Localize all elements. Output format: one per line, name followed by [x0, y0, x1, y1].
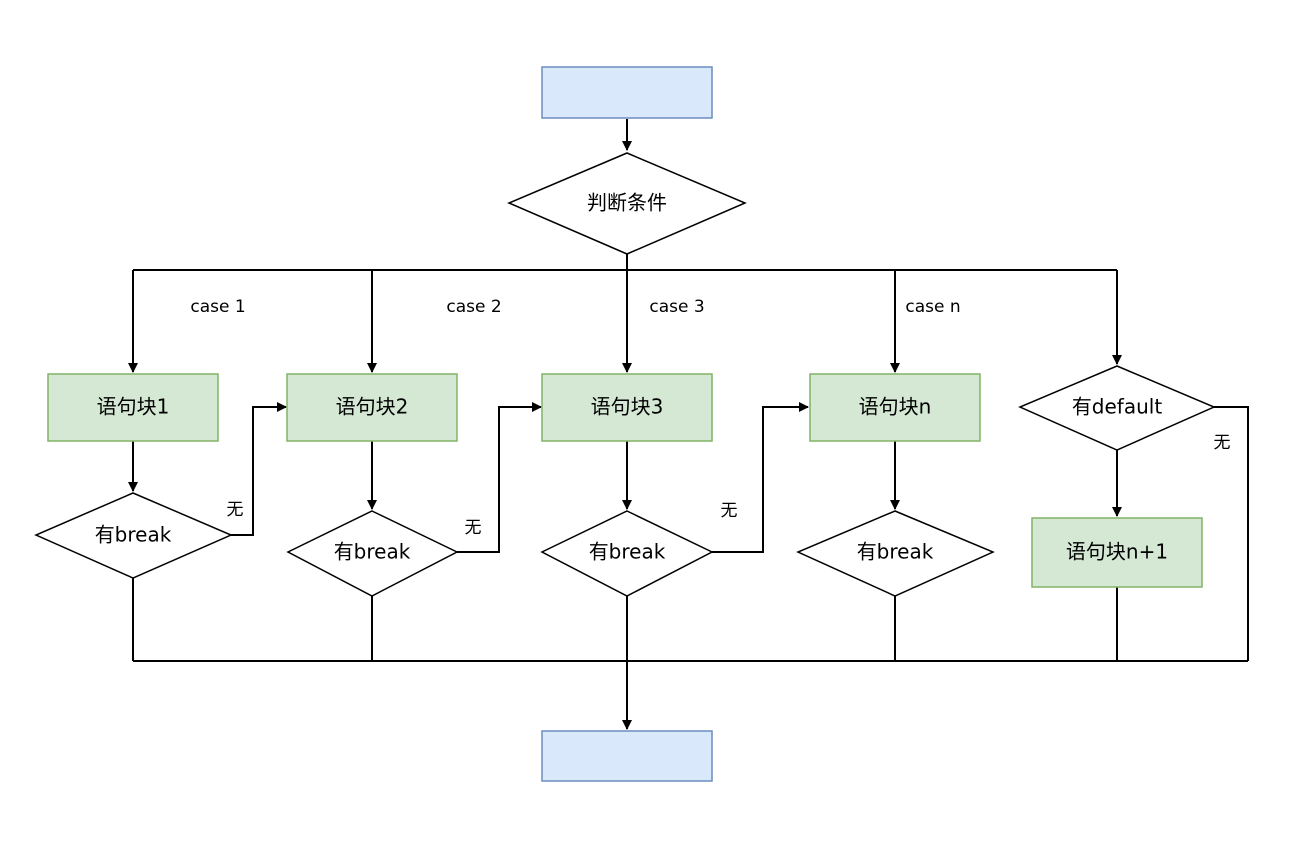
statement-block-1-label: 语句块1 — [97, 395, 170, 419]
connectors — [128, 119, 1249, 730]
statement-block-n-label: 语句块n — [859, 395, 932, 419]
case-1-group: 语句块1 有break — [34, 373, 233, 579]
statement-block-default — [1031, 517, 1203, 588]
statement-block-1 — [47, 373, 219, 442]
no-break-3-label: 无 — [721, 501, 738, 521]
end-box — [541, 730, 713, 782]
case-2-label: case 2 — [446, 297, 501, 317]
break-check-1-label: 有break — [95, 523, 172, 547]
edge-labels: case 1 case 2 case 3 case n 无 无 无 无 — [190, 297, 1230, 538]
edge-no-default — [1214, 406, 1249, 661]
break-check-n-label: 有break — [857, 540, 934, 564]
case-1-label: case 1 — [190, 297, 245, 317]
no-break-2-label: 无 — [465, 518, 482, 538]
case-n-label: case n — [905, 297, 960, 317]
case-2-group: 语句块2 有break — [286, 373, 459, 597]
condition-label: 判断条件 — [587, 191, 667, 215]
statement-block-2 — [286, 373, 458, 442]
break-check-2-diamond — [286, 510, 459, 597]
break-check-n-diamond — [796, 510, 995, 597]
condition-node: 判断条件 — [507, 152, 747, 255]
break-check-1-diamond — [34, 492, 233, 579]
no-break-1-label: 无 — [227, 500, 244, 520]
break-check-3-label: 有break — [589, 540, 666, 564]
case-n-group: 语句块n 有break — [796, 373, 995, 597]
start-box — [541, 66, 713, 119]
start-node — [541, 66, 713, 119]
case-3-group: 语句块3 有break — [540, 373, 714, 597]
condition-diamond — [507, 152, 747, 255]
break-check-3-diamond — [540, 510, 714, 597]
default-check-label: 有default — [1072, 395, 1163, 419]
default-group: 有default 语句块n+1 — [1018, 365, 1216, 588]
statement-block-n — [809, 373, 981, 442]
statement-block-default-label: 语句块n+1 — [1066, 540, 1168, 564]
break-check-2-label: 有break — [334, 540, 411, 564]
statement-block-2-label: 语句块2 — [336, 395, 409, 419]
statement-block-3 — [541, 373, 713, 442]
edge-fallthrough-1-to-2 — [231, 402, 287, 536]
case-3-label: case 3 — [649, 297, 704, 317]
default-check-diamond — [1018, 365, 1216, 451]
no-default-label: 无 — [1214, 433, 1231, 453]
end-node — [541, 730, 713, 782]
edge-fallthrough-2-to-3 — [457, 402, 542, 553]
statement-block-3-label: 语句块3 — [591, 395, 664, 419]
edge-fallthrough-3-to-n — [712, 402, 809, 553]
